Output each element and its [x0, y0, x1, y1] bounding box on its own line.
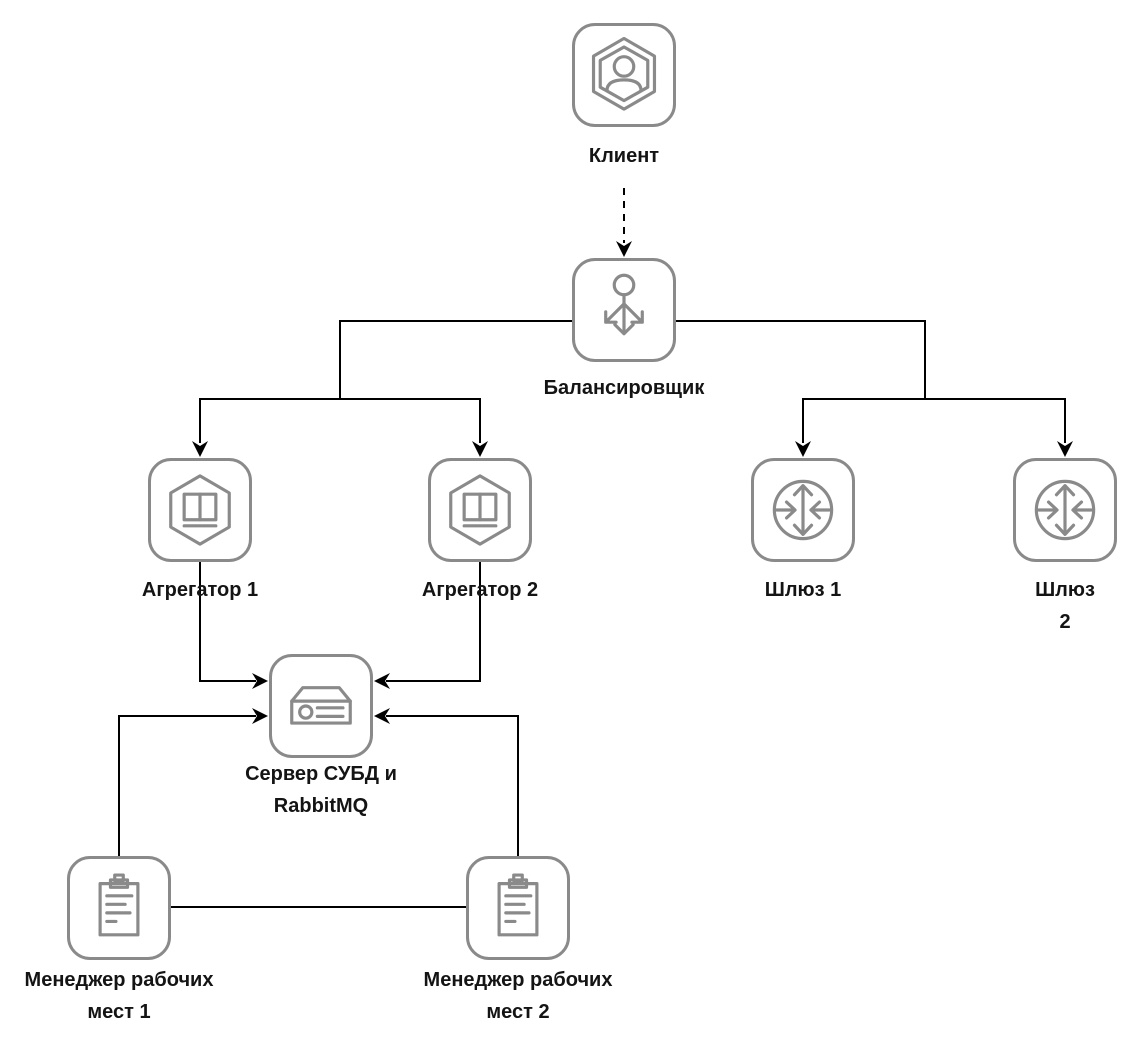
edge-balancer-aggregators	[192, 320, 572, 457]
node-manager1-label: Менеджер рабочих мест 1	[24, 969, 214, 1023]
node-gateway1-label: Шлюз 1	[764, 579, 842, 601]
aggregator-hexagon-icon	[449, 474, 511, 546]
node-server	[269, 654, 373, 758]
node-gateway2	[1013, 458, 1117, 562]
node-manager2-label: Менеджер рабочих мест 2	[423, 969, 613, 1023]
edge-aggregator1-server	[199, 562, 268, 689]
node-aggregator2	[428, 458, 532, 562]
edge-aggregator2-server	[374, 562, 481, 689]
node-client	[572, 23, 676, 127]
node-aggregator2-label: Агрегатор 2	[421, 579, 539, 601]
edge-balancer-gateways	[676, 320, 1073, 457]
edge-client-balancer	[616, 188, 632, 257]
node-aggregator1-label: Агрегатор 1	[141, 579, 259, 601]
clipboard-icon	[98, 873, 140, 937]
node-manager1	[67, 856, 171, 960]
node-server-label: Сервер СУБД и RabbitMQ	[245, 763, 397, 817]
gateway-arrows-icon	[1034, 479, 1096, 541]
clipboard-icon	[497, 873, 539, 937]
node-gateway1	[751, 458, 855, 562]
edge-manager1-server	[118, 708, 268, 856]
gateway-arrows-icon	[772, 479, 834, 541]
node-manager2	[466, 856, 570, 960]
node-gateway2-label: Шлюз 2	[1035, 579, 1095, 633]
edge-manager2-server	[374, 708, 519, 856]
database-server-icon	[290, 686, 352, 725]
node-client-label: Клиент	[588, 145, 660, 167]
user-hexagon-icon	[591, 36, 657, 111]
aggregator-hexagon-icon	[169, 474, 231, 546]
node-balancer	[572, 258, 676, 362]
node-aggregator1	[148, 458, 252, 562]
node-balancer-label: Балансировщик	[543, 377, 705, 399]
load-balancer-icon	[604, 273, 644, 336]
